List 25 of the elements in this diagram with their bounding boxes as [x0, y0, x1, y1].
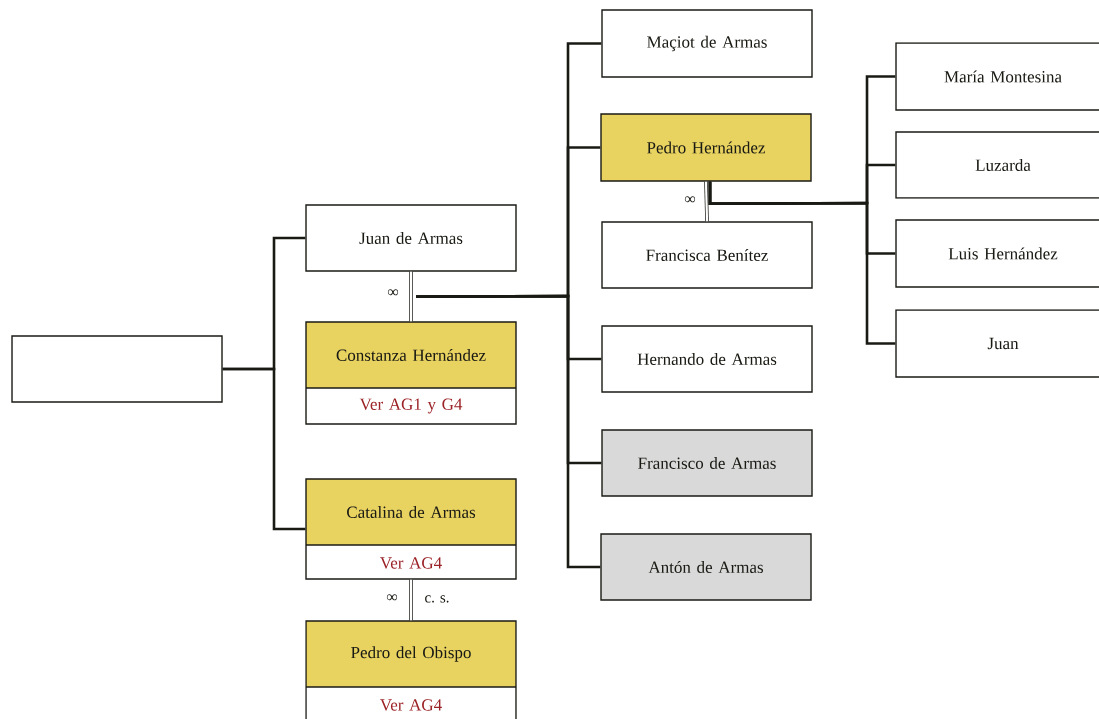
person-box: Luis Hernández	[895, 219, 1099, 288]
person-box: Francisco de Armas	[601, 429, 813, 497]
person-box: Maçiot de Armas	[601, 9, 813, 78]
person-box: Francisca Benítez	[601, 221, 813, 289]
connector-line	[222, 367, 306, 531]
person-box: Pedro Hernández	[600, 113, 812, 182]
marriage-line	[409, 271, 413, 322]
edge-label: ∞	[683, 195, 697, 205]
person-box: Luzarda	[895, 131, 1099, 199]
person-box: Juan	[895, 309, 1099, 378]
person-box: Constanza Hernández Ver AG1 y G4	[305, 321, 517, 425]
person-box: Juan de Armas	[305, 204, 517, 272]
person-box: Antón de Armas	[600, 533, 812, 601]
marriage-line	[704, 181, 709, 222]
edge-label: ∞	[386, 288, 400, 298]
note-text: c. s.	[425, 595, 449, 603]
person-box: Hernando de Armas	[601, 325, 813, 393]
marriage-line	[409, 579, 413, 621]
edge-label: ∞	[385, 593, 399, 603]
connector-line	[708, 181, 896, 345]
connector-line	[416, 294, 601, 569]
empty-box	[11, 335, 223, 403]
person-box: María Montesina	[895, 42, 1099, 111]
person-box: Pedro del Obispo Ver AG4	[305, 620, 517, 719]
person-box: Catalina de Armas Ver AG4	[305, 478, 517, 580]
